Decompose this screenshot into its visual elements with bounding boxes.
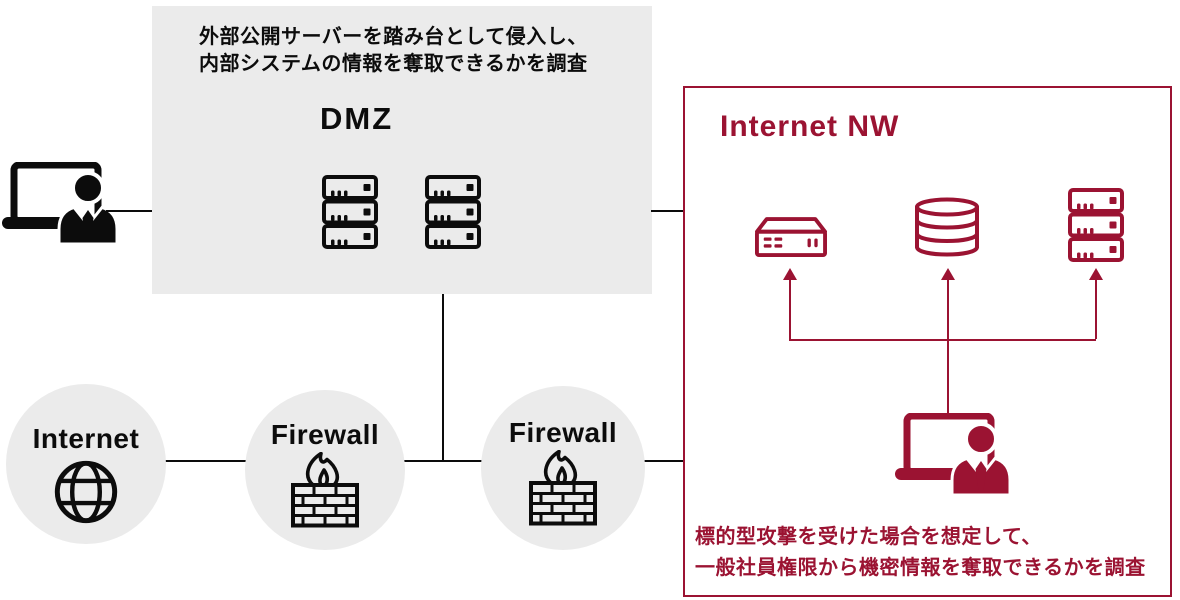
internet-node: Internet bbox=[6, 384, 166, 544]
dmz-caption: 外部公開サーバーを踏み台として侵入し、 内部システムの情報を奪取できるかを調査 bbox=[199, 24, 588, 78]
nw-server-rack-icon bbox=[1068, 188, 1124, 262]
dmz-title: DMZ bbox=[320, 101, 394, 136]
firewall-right-label: Firewall bbox=[508, 417, 618, 448]
database-icon bbox=[915, 197, 979, 257]
dmz-caption-line-2: 内部システムの情報を奪取できるかを調査 bbox=[199, 53, 588, 75]
connector-center-vline bbox=[947, 279, 949, 414]
dmz-caption-line-1: 外部公開サーバーを踏み台として侵入し、 bbox=[199, 26, 588, 48]
arrowhead-to-server-icon bbox=[1089, 268, 1103, 280]
dmz-server-rack-icon bbox=[425, 175, 481, 249]
connector-right-vline bbox=[1095, 279, 1097, 339]
attacker-to-dmz-line bbox=[106, 210, 154, 212]
insider-laptop-person-icon bbox=[895, 413, 1013, 495]
globe-icon bbox=[54, 460, 118, 524]
nw-caption-line-1: 標的型攻撃を受けた場合を想定して、 bbox=[695, 526, 1042, 548]
firewall-node-left: Firewall bbox=[245, 390, 405, 550]
dmz-panel: 外部公開サーバーを踏み台として侵入し、 内部システムの情報を奪取できるかを調査 … bbox=[152, 6, 652, 294]
arrowhead-to-switch-icon bbox=[783, 268, 797, 280]
firewall-brick-flame-icon bbox=[529, 450, 597, 526]
internet-nw-title: Internet NW bbox=[720, 110, 900, 143]
internet-nw-caption: 標的型攻撃を受けた場合を想定して、 一般社員権限から機密情報を奪取できるかを調査 bbox=[695, 522, 1146, 584]
nw-caption-line-2: 一般社員権限から機密情報を奪取できるかを調査 bbox=[695, 557, 1146, 579]
internet-label: Internet bbox=[32, 423, 140, 454]
internet-nw-panel: Internet NW 標的型攻撃を受けた場合を想定して、 一般社員権限から機密… bbox=[683, 86, 1172, 597]
firewall-left-label: Firewall bbox=[270, 419, 380, 450]
dmz-server-rack-icon bbox=[322, 175, 378, 249]
connector-left-vline bbox=[789, 279, 791, 339]
external-attacker-laptop-person-icon bbox=[2, 162, 120, 244]
dmz-to-backbone-line bbox=[442, 294, 444, 461]
arrowhead-to-database-icon bbox=[941, 268, 955, 280]
connector-hline bbox=[789, 339, 1097, 341]
firewall-brick-flame-icon bbox=[291, 452, 359, 528]
network-switch-icon bbox=[755, 217, 827, 257]
firewall-node-right: Firewall bbox=[481, 386, 645, 550]
dmz-to-nw-arrow-line bbox=[651, 210, 708, 212]
